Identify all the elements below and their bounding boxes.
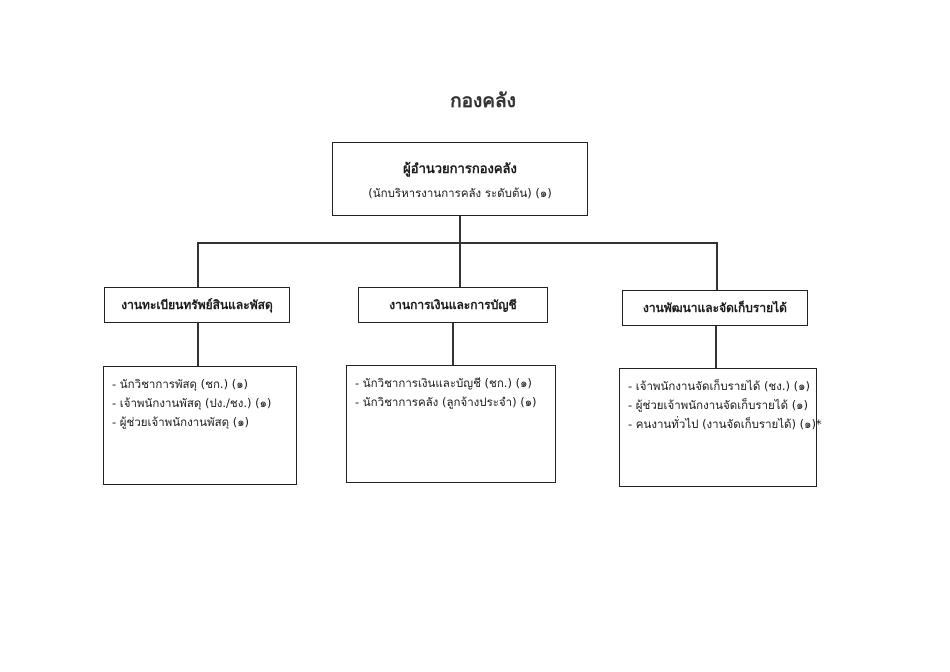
staff-item: - คนงานทั่วไป (งานจัดเก็บรายได้) (๑)* bbox=[628, 417, 822, 431]
staff-box-revenue: - เจ้าพนักงานจัดเก็บรายได้ (ชง.) (๑) - ผ… bbox=[619, 368, 822, 487]
director-subtitle: (นักบริหารงานการคลัง ระดับต้น) (๑) bbox=[368, 186, 552, 200]
connector-horizontal bbox=[197, 242, 717, 244]
staff-box-finance-accounting: - นักวิชาการเงินและบัญชี (ชก.) (๑) - นัก… bbox=[346, 365, 556, 483]
section-label: งานพัฒนาและจัดเก็บรายได้ bbox=[643, 300, 787, 315]
connector-left-detail bbox=[197, 323, 199, 366]
staff-item: - เจ้าพนักงานจัดเก็บรายได้ (ชง.) (๑) bbox=[628, 379, 810, 393]
connector-middle-down bbox=[459, 242, 461, 288]
section-label: งานทะเบียนทรัพย์สินและพัสดุ bbox=[121, 297, 273, 312]
staff-item: - เจ้าพนักงานพัสดุ (ปง./ชง.) (๑) bbox=[112, 396, 272, 410]
staff-item: - นักวิชาการคลัง (ลูกจ้างประจำ) (๑) bbox=[355, 395, 537, 409]
section-box-assets-supplies: งานทะเบียนทรัพย์สินและพัสดุ bbox=[104, 287, 290, 323]
staff-item: - นักวิชาการเงินและบัญชี (ชก.) (๑) bbox=[355, 376, 532, 390]
director-box: ผู้อำนวยการกองคลัง (นักบริหารงานการคลัง … bbox=[332, 142, 588, 216]
section-box-finance-accounting: งานการเงินและการบัญชี bbox=[358, 287, 548, 323]
chart-title: กองคลัง bbox=[450, 90, 516, 112]
connector-head-down bbox=[459, 216, 461, 243]
section-box-revenue: งานพัฒนาและจัดเก็บรายได้ bbox=[622, 290, 808, 326]
section-label: งานการเงินและการบัญชี bbox=[389, 297, 517, 312]
connector-right-down bbox=[716, 242, 718, 290]
connector-left-down bbox=[197, 242, 199, 288]
staff-box-assets-supplies: - นักวิชาการพัสดุ (ชก.) (๑) - เจ้าพนักงา… bbox=[103, 366, 297, 485]
director-title: ผู้อำนวยการกองคลัง bbox=[403, 162, 517, 177]
connector-middle-detail bbox=[452, 323, 454, 365]
staff-item: - นักวิชาการพัสดุ (ชก.) (๑) bbox=[112, 377, 248, 391]
staff-item: - ผู้ช่วยเจ้าพนักงานพัสดุ (๑) bbox=[112, 415, 250, 429]
connector-right-detail bbox=[715, 326, 717, 368]
staff-item: - ผู้ช่วยเจ้าพนักงานจัดเก็บรายได้ (๑) bbox=[628, 398, 808, 412]
